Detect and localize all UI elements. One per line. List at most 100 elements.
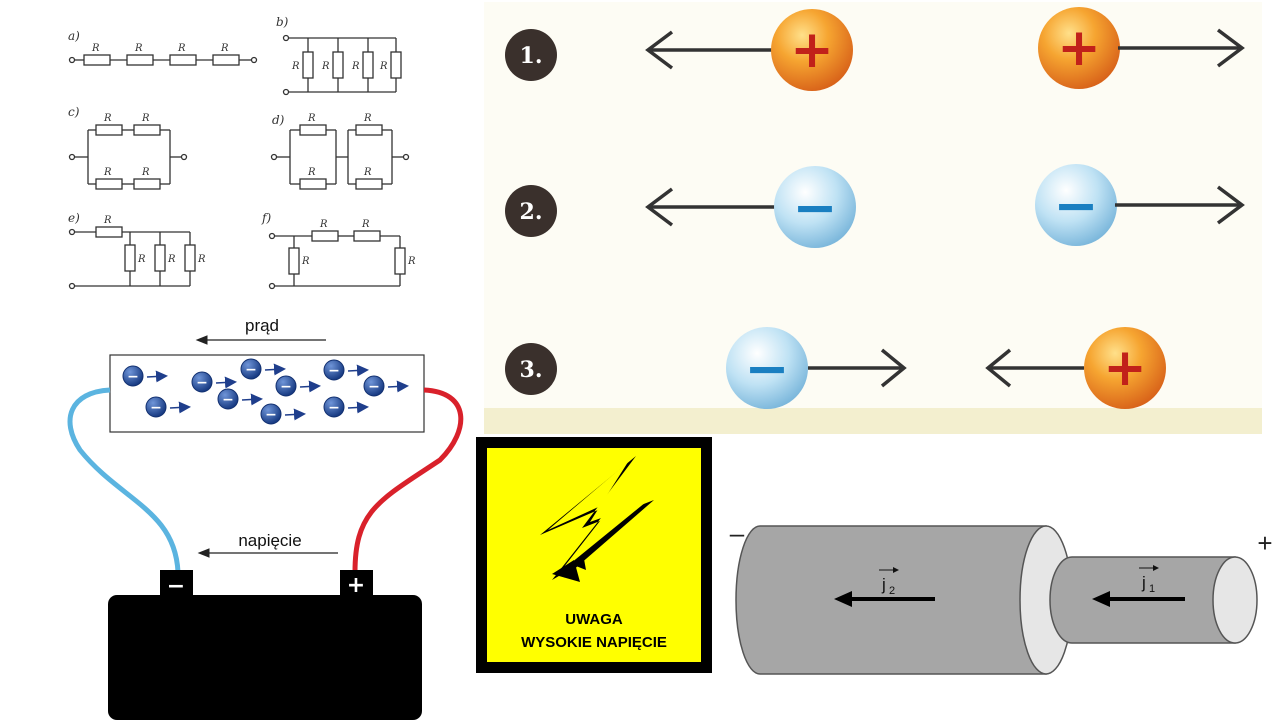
j2-subscript: 2 — [889, 585, 895, 597]
charge-row-3: 3. − + — [505, 327, 1166, 409]
circuit-e: e) R R R R — [68, 211, 206, 290]
arrow-head-right — [1216, 185, 1245, 225]
circuit-f: f) R R R R — [261, 211, 416, 290]
positive-terminal-sign: + — [347, 573, 365, 598]
charge-sign: − — [792, 176, 837, 239]
electron-sign: − — [265, 407, 277, 423]
charges-footer-band — [484, 408, 1262, 434]
electrons: −−−−−−−−−− — [122, 358, 409, 425]
resistor-label: R — [134, 43, 143, 54]
negative-charge — [1035, 164, 1117, 246]
current-label: prąd — [245, 316, 279, 335]
resistor-label: R — [91, 43, 100, 54]
resistor-label: R — [307, 167, 316, 178]
arrow-head-left — [645, 30, 674, 70]
resistor-label: R — [177, 43, 186, 54]
positive-terminal — [340, 570, 373, 598]
negative-charge — [774, 166, 856, 248]
circuit-d-label: d) — [272, 113, 285, 127]
electron-arrow — [284, 408, 306, 421]
circuit-d: d) R R R R — [270, 113, 410, 190]
electron-sign: − — [328, 363, 340, 379]
electron: − — [260, 403, 306, 425]
electron: − — [191, 371, 237, 393]
negative-terminal — [160, 570, 193, 598]
electron-arrow — [347, 401, 369, 414]
electron: − — [275, 375, 321, 397]
resistor-label: R — [291, 61, 300, 72]
electron: − — [323, 396, 369, 418]
row-number-badge — [505, 185, 557, 237]
narrow-segment-face — [1212, 556, 1258, 644]
circuit-b: b) R R R R — [276, 15, 402, 96]
arrow-head-right — [880, 348, 907, 388]
resistor-label: R — [167, 254, 176, 265]
circuit-f-label: f) — [261, 211, 271, 225]
plus-label: + — [1257, 528, 1272, 558]
charge-sign: + — [1057, 18, 1101, 78]
minus-label: – — [730, 518, 745, 548]
negative-terminal-sign: − — [167, 574, 185, 599]
electron-arrow — [241, 393, 263, 406]
electron-sign: − — [245, 362, 257, 378]
resistor-label: R — [220, 43, 229, 54]
electron: − — [363, 375, 409, 397]
j2-label: j — [881, 575, 886, 594]
high-voltage-warning-sign: UWAGA WYSOKIE NAPIĘCIE — [476, 437, 712, 673]
charges-panel: 1. + + 2. − − 3. − — [484, 2, 1262, 434]
circuit-c: c) R R R R — [68, 105, 188, 190]
charge-sign: + — [790, 20, 834, 80]
circuit-e-label: e) — [68, 211, 80, 225]
resistor-label: R — [103, 113, 112, 124]
negative-charge — [726, 327, 808, 409]
positive-charge — [771, 9, 853, 91]
resistor-label: R — [407, 256, 416, 267]
battery-body — [108, 595, 422, 720]
charge-sign: + — [1103, 338, 1147, 398]
battery-diagram: prąd −−−−−−−−−− napięcie − + — [67, 316, 464, 720]
arrow-head-left — [645, 187, 674, 227]
arrow-head-left — [985, 348, 1012, 388]
voltage-label: napięcie — [238, 531, 301, 550]
j1-subscript: 1 — [1149, 583, 1155, 595]
electron: − — [145, 396, 191, 418]
electron: − — [217, 388, 263, 410]
electron-sign: − — [368, 379, 380, 395]
electron-sign: − — [328, 400, 340, 416]
electron-sign: − — [222, 392, 234, 408]
electron-arrow — [299, 380, 321, 393]
positive-wire — [352, 387, 464, 573]
j2-arrowhead — [834, 591, 852, 607]
resistor-label: R — [321, 61, 330, 72]
row-number-badge — [505, 343, 557, 395]
electron-arrow — [347, 364, 369, 377]
arrow-head-right — [1216, 28, 1245, 68]
resistor-label: R — [197, 254, 206, 265]
resistor-label: R — [363, 167, 372, 178]
electron: − — [122, 365, 168, 387]
cylinder-conductor: – + j 2 j 1 — [730, 518, 1273, 675]
positive-charge — [1038, 7, 1120, 89]
lightning-bolt-icon — [540, 456, 654, 582]
resistor-label: R — [137, 254, 146, 265]
electron: − — [240, 358, 286, 380]
resistor-label: R — [363, 113, 372, 124]
circuit-a-label: a) — [68, 29, 80, 43]
j1-label: j — [1141, 573, 1146, 592]
resistor-label: R — [103, 167, 112, 178]
electron-sign: − — [150, 400, 162, 416]
charge-sign: − — [1053, 174, 1098, 237]
charge-sign: − — [744, 337, 789, 400]
resistor-label: R — [319, 219, 328, 230]
electron-arrow — [264, 363, 286, 376]
electron-sign: − — [127, 369, 139, 385]
electron-arrow — [387, 380, 409, 393]
resistor-label: R — [361, 219, 370, 230]
electron: − — [323, 359, 369, 381]
resistor-circuits: a) R R R R b) — [68, 15, 416, 290]
warning-line-2: WYSOKIE NAPIĘCIE — [521, 634, 667, 651]
circuit-a: a) R R R R — [68, 29, 258, 66]
electron-sign: − — [280, 379, 292, 395]
resistor-label: R — [307, 113, 316, 124]
